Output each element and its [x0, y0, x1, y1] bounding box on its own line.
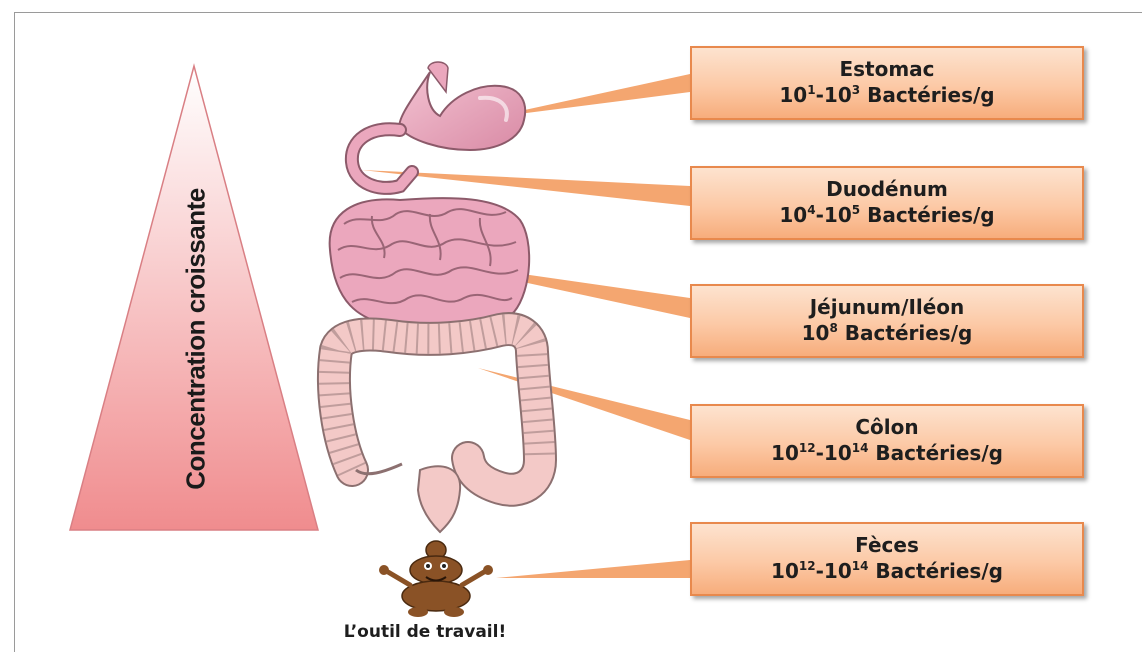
label-feces: Fèces 1012-1014 Bactéries/g — [690, 522, 1084, 596]
bacteria-count: 1012-1014 Bactéries/g — [692, 558, 1082, 585]
pointer-colon — [478, 368, 690, 440]
label-jejunum-ileon: Jéjunum/Iléon 108 Bactéries/g — [690, 284, 1084, 358]
label-name: Jéjunum/Iléon — [692, 295, 1082, 320]
label-estomac: Estomac 101-103 Bactéries/g — [690, 46, 1084, 120]
stomach-shape — [399, 62, 525, 150]
poop-caption: L’outil de travail! — [310, 622, 540, 642]
bacteria-count: 108 Bactéries/g — [692, 320, 1082, 347]
label-name: Estomac — [692, 57, 1082, 82]
pointer-feces — [496, 560, 690, 578]
poop-character-icon — [379, 541, 493, 617]
label-name: Duodénum — [692, 177, 1082, 202]
label-colon: Côlon 1012-1014 Bactéries/g — [690, 404, 1084, 478]
colon-shape — [334, 329, 540, 532]
bacteria-count: 1012-1014 Bactéries/g — [692, 440, 1082, 467]
label-name: Fèces — [692, 533, 1082, 558]
label-name: Côlon — [692, 415, 1082, 440]
label-duodenum: Duodénum 104-105 Bactéries/g — [690, 166, 1084, 240]
pyramid-label: Concentration croissante — [181, 188, 212, 490]
small-intestine-shape — [330, 198, 530, 328]
bacteria-count: 101-103 Bactéries/g — [692, 82, 1082, 109]
bacteria-count: 104-105 Bactéries/g — [692, 202, 1082, 229]
